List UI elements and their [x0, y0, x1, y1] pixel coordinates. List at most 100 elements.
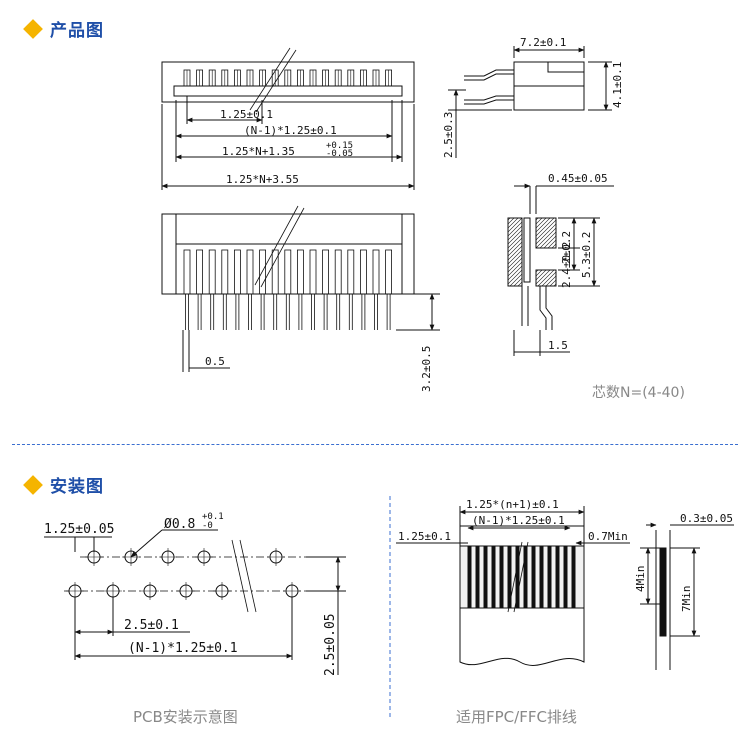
front-pin	[208, 249, 216, 330]
pcb-hole	[195, 548, 213, 566]
ffc-stripe	[467, 545, 472, 609]
dim-side-depth: 7.2±0.1	[520, 36, 566, 49]
front-pin	[322, 249, 330, 330]
front-pin	[221, 249, 229, 330]
dim-inner-height: 2.4±0.2	[560, 242, 573, 288]
ffc-caption: 适用FPC/FFC排线	[456, 708, 577, 726]
pcb-hole	[66, 582, 84, 600]
product-top-view	[161, 47, 415, 190]
pcb-holes	[66, 548, 301, 600]
top-pin	[246, 69, 254, 87]
dim-top-pitch: 1.25±0.1	[220, 108, 273, 121]
dim-top-inner-tol-minus: -0.05	[326, 149, 353, 159]
front-pin	[296, 249, 304, 330]
dim-ffc-pitch: 1.25±0.1	[398, 530, 451, 543]
dim-top-total: 1.25*N+3.55	[226, 173, 299, 186]
dim-pin-length: 3.2±0.5	[420, 346, 433, 392]
top-pin	[296, 69, 304, 87]
dim-top-inner-tol-plus: +0.15	[326, 141, 353, 151]
dim-ffc-exposed: 0.7Min	[588, 530, 628, 543]
product-section-header: 产品图	[23, 16, 104, 41]
front-pin	[385, 249, 393, 330]
dim-side-base: 2.5±0.3	[442, 112, 455, 158]
ffc-stripe	[539, 545, 544, 609]
top-pin	[233, 69, 241, 87]
ffc-stripe	[491, 545, 496, 609]
install-section-title: 安装图	[50, 477, 104, 497]
front-pin	[334, 249, 342, 330]
top-pin	[322, 69, 330, 87]
section-divider	[12, 444, 738, 445]
top-pin	[334, 69, 342, 87]
side-view	[448, 46, 612, 158]
front-pin	[183, 249, 191, 330]
dim-pcb-row-offset: 2.5±0.1	[124, 618, 179, 633]
front-pin	[259, 249, 267, 330]
dim-ffc-total: 1.25*(n+1)±0.1	[466, 498, 559, 511]
top-pin	[359, 69, 367, 87]
dim-pcb-span: (N-1)*1.25±0.1	[128, 641, 238, 656]
pcb-hole	[177, 582, 195, 600]
pcb-layout-view	[44, 529, 346, 675]
top-pin	[309, 69, 317, 87]
dim-pcb-pitch: 1.25±0.05	[44, 522, 114, 537]
pcb-hole	[267, 548, 285, 566]
dim-pcb-hole: Ø0.8	[164, 517, 195, 532]
dim-ffc-stripe: 7Min	[680, 586, 693, 613]
ffc-stripe	[571, 545, 576, 609]
front-view-pins	[183, 249, 393, 330]
dim-pcb-row-spacing: 2.5±0.05	[323, 613, 338, 676]
product-section-title: 产品图	[50, 21, 104, 41]
pcb-hole	[141, 582, 159, 600]
dim-pcb-hole-tol-plus: +0.1	[202, 512, 224, 522]
front-pin	[347, 249, 355, 330]
dim-foot: 1.5	[548, 339, 568, 352]
ffc-stripe	[523, 545, 528, 609]
top-pin	[221, 69, 229, 87]
ffc-stripe	[475, 545, 480, 609]
ffc-stripe	[483, 545, 488, 609]
dim-top-inner: 1.25*N+1.35	[222, 145, 295, 158]
top-pin	[284, 69, 292, 87]
front-pin	[271, 249, 279, 330]
pin-count-note: 芯数N=(4-40)	[592, 385, 685, 401]
pcb-caption: PCB安装示意图	[133, 708, 238, 726]
top-pin	[385, 69, 393, 87]
top-pin	[347, 69, 355, 87]
dim-ffc-insert: 4Min	[634, 566, 647, 593]
top-pin	[372, 69, 380, 87]
dim-pin-width: 0.5	[205, 355, 225, 368]
top-pin	[259, 69, 267, 87]
cross-section-view	[507, 183, 614, 356]
product-front-view	[161, 205, 440, 372]
install-section-header: 安装图	[23, 472, 104, 497]
front-pin	[284, 249, 292, 330]
top-pin	[183, 69, 191, 87]
ffc-stripe	[555, 545, 560, 609]
dim-slot-height: 2±0.2	[560, 231, 573, 264]
front-pin	[372, 249, 380, 330]
top-pin	[196, 69, 204, 87]
ffc-stripes	[467, 545, 576, 609]
dim-contact-thickness: 0.45±0.05	[548, 172, 608, 185]
front-pin	[309, 249, 317, 330]
dim-side-height: 4.1±0.1	[611, 62, 624, 108]
ffc-stripe	[507, 545, 512, 609]
dim-ffc-span: (N-1)*1.25±0.1	[472, 514, 565, 527]
top-pin	[271, 69, 279, 87]
ffc-stripe	[531, 545, 536, 609]
ffc-stripe	[547, 545, 552, 609]
dim-outer-height: 5.3±0.2	[580, 232, 593, 278]
ffc-stripe	[563, 545, 568, 609]
front-pin	[359, 249, 367, 330]
dim-top-span: (N-1)*1.25±0.1	[244, 124, 337, 137]
dim-pcb-hole-tol-minus: -0	[202, 521, 213, 531]
front-pin	[233, 249, 241, 330]
ffc-stripe	[499, 545, 504, 609]
front-pin	[246, 249, 254, 330]
pcb-hole	[283, 582, 301, 600]
top-view-pins	[183, 69, 393, 87]
pcb-hole	[159, 548, 177, 566]
pcb-hole	[213, 582, 231, 600]
